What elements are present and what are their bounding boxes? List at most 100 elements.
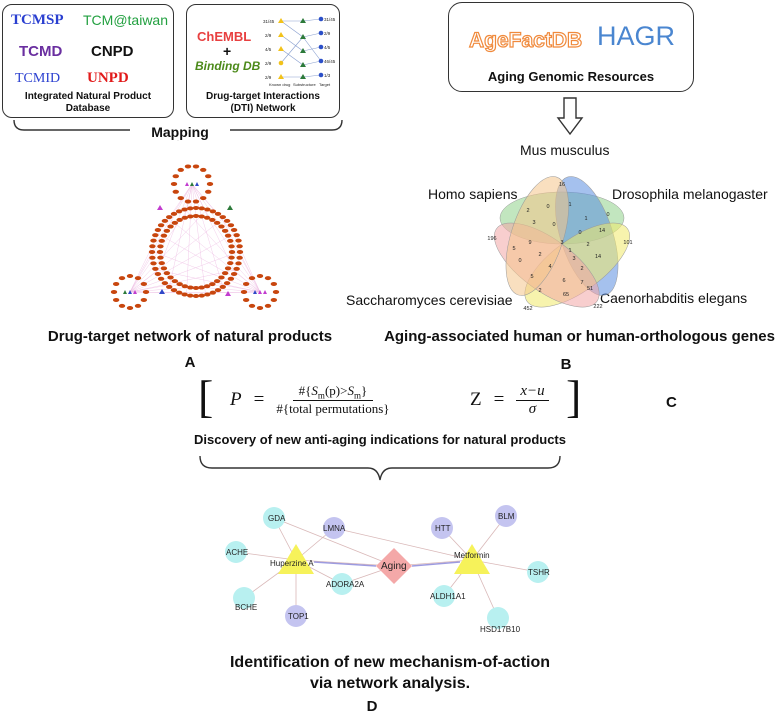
target-node xyxy=(166,284,173,289)
label-bche: BCHE xyxy=(235,603,257,612)
target-node xyxy=(112,298,120,302)
label-huperzine-a: Huperzine A xyxy=(270,559,314,568)
venn-count: 196 xyxy=(487,236,496,242)
target-node xyxy=(149,255,156,260)
target-node xyxy=(227,238,234,243)
venn-count: 2 xyxy=(538,288,541,294)
target-node xyxy=(203,284,211,289)
inner-target-ring xyxy=(156,214,236,290)
caption-d-title: Identification of new mechanism-of-actio… xyxy=(229,654,551,692)
node-top1[interactable] xyxy=(285,605,307,627)
node-hsd17b10[interactable] xyxy=(487,607,509,629)
network-targets xyxy=(225,505,549,629)
venn-count: 452 xyxy=(523,306,532,312)
node-huperzine-a[interactable] xyxy=(278,544,314,574)
node-aldh1a1[interactable] xyxy=(433,585,455,607)
target-node xyxy=(187,285,194,290)
node-adora2a[interactable] xyxy=(331,573,353,595)
target-node xyxy=(158,238,165,243)
venn-count: 0 xyxy=(578,230,581,236)
venn-label-caenorhabditis: Caenorhabditis elegans xyxy=(600,290,748,306)
target-node xyxy=(142,290,150,294)
target-node xyxy=(158,261,165,266)
drug-node xyxy=(190,182,194,186)
bindingdb-label: Binding DB xyxy=(195,59,261,73)
target-node xyxy=(184,164,192,169)
venn-count: 16 xyxy=(559,182,565,188)
venn-count: 1 xyxy=(584,216,587,222)
drug-node xyxy=(258,290,262,294)
target-node xyxy=(118,276,126,281)
panel-label-d: D xyxy=(366,698,378,715)
target-node xyxy=(205,174,212,179)
target-node xyxy=(264,303,272,308)
venn-count: 3 xyxy=(572,256,575,262)
node-aging[interactable] xyxy=(376,548,412,584)
panel-label-c: C xyxy=(666,394,677,411)
target-node xyxy=(198,214,205,219)
formula-p-lhs: P xyxy=(230,389,242,410)
target-node xyxy=(134,303,142,308)
node-lmna[interactable] xyxy=(323,517,345,539)
target-node xyxy=(264,276,272,281)
target-node xyxy=(227,223,235,228)
mini-right-1: 31/45 xyxy=(324,17,336,22)
target-node xyxy=(213,220,221,225)
node-bche[interactable] xyxy=(233,587,255,609)
target-node xyxy=(167,275,174,280)
label-adora2a: ADORA2A xyxy=(326,580,365,589)
venn-count: 14 xyxy=(599,228,605,234)
target-node xyxy=(242,282,250,286)
venn-count: 101 xyxy=(623,240,632,246)
target-node xyxy=(154,228,162,232)
db-tcmsp: TCMSP xyxy=(11,12,64,28)
venn-count: 9 xyxy=(528,240,531,246)
label-aging: Aging xyxy=(381,561,407,572)
venn-count: 4 xyxy=(548,264,551,270)
drug-node xyxy=(227,205,233,210)
down-arrow xyxy=(556,97,584,136)
target-node xyxy=(157,244,164,249)
drug-target-network-graph xyxy=(110,164,280,310)
target-node xyxy=(160,233,168,238)
discovery-brace xyxy=(199,455,561,481)
caption-c-title: Discovery of new anti-aging indications … xyxy=(194,432,566,447)
node-ache[interactable] xyxy=(225,541,247,563)
target-node xyxy=(156,250,164,254)
mini-left-5: 2/9 xyxy=(265,75,272,80)
drug-node xyxy=(128,290,132,294)
mini-right-5: 1/3 xyxy=(324,73,331,78)
label-tshr: TSHR xyxy=(528,568,550,577)
target-node xyxy=(224,233,232,238)
formula-z-equals: = xyxy=(493,389,505,410)
agefactdb-logo: AgeFactDB xyxy=(468,28,583,52)
target-node xyxy=(223,281,231,286)
formula-p-fraction: #{Sm(p)>Sm} #{total permutations} xyxy=(276,383,389,418)
target-node xyxy=(206,182,214,186)
node-htt[interactable] xyxy=(431,517,453,539)
target-node xyxy=(228,250,236,254)
node-blm[interactable] xyxy=(495,505,517,527)
top-cluster-ring xyxy=(170,164,214,204)
mini-label-substructure: Substructure xyxy=(293,82,316,87)
venn-count: 0 xyxy=(606,212,609,218)
target-node xyxy=(172,189,179,194)
target-node xyxy=(148,250,156,254)
target-node xyxy=(157,276,165,281)
target-node xyxy=(187,293,194,298)
node-gda[interactable] xyxy=(263,507,285,529)
target-node xyxy=(218,224,225,229)
formula-z: Z = x−u σ xyxy=(470,380,549,420)
target-node xyxy=(221,271,229,276)
node-metformin[interactable] xyxy=(454,544,490,574)
mapping-label: Mapping xyxy=(130,124,230,140)
node-tshr[interactable] xyxy=(527,561,549,583)
mini-right-3: 4/5 xyxy=(324,45,331,50)
db-unpd: UNPD xyxy=(87,70,129,86)
target-node xyxy=(230,228,238,232)
target-node xyxy=(256,274,264,278)
target-node xyxy=(256,306,264,310)
target-node xyxy=(187,206,194,211)
venn-count: 2 xyxy=(580,266,583,272)
target-node xyxy=(223,218,231,223)
